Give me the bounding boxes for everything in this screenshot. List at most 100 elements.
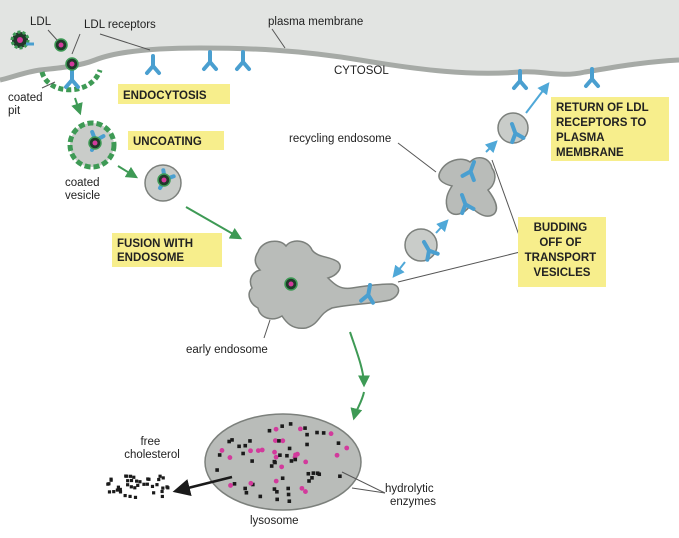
free-cholesterol-dot [112,490,116,494]
free-cholesterol-dot [147,477,151,481]
free-cholesterol-dot [152,491,156,495]
lysosome-particle [338,474,342,479]
hydrolytic-enzyme-dot [272,438,278,444]
uncoated-vesicle [144,164,182,202]
free-cholesterol-dot [160,494,164,499]
free-cholesterol-dot [133,495,138,499]
free-cholesterol-dot [132,475,136,479]
label-cytosol: CYTOSOL [334,65,389,77]
lysosome-particle [230,438,234,442]
free-cholesterol-dot [128,494,132,499]
free-cholesterol-dot [109,478,113,482]
arrow-budding-lower [392,261,406,278]
lysosome-particle [336,441,341,445]
lysosome-particle [315,471,320,476]
hydrolytic-enzyme-dot [303,459,309,465]
step-box-return [551,97,669,161]
pointer-coated-pit [41,81,56,89]
step-box-budding [518,217,606,287]
lysosome-particle [237,444,241,449]
pointer-enzymes-2 [351,487,386,494]
lysosome-particle [288,422,293,426]
lysosome-particle [305,432,309,437]
step-box-fusion [112,233,222,267]
label-early-endosome: early endosome [186,344,268,356]
lysosome-particle [280,476,285,481]
free-cholesterol-dot [126,479,130,483]
lysosome-particle [278,453,282,457]
step-endocytosis: ENDOCYTOSIS [123,90,207,102]
free-cholesterol-dot [165,485,169,489]
lysosome-particle [258,494,263,499]
hydrolytic-enzyme-dot [273,454,279,460]
free-cholesterol-dot [118,487,122,492]
lysosome-particle [303,426,307,430]
cytosol-region [0,0,679,80]
lysosome-particle [275,497,279,502]
pit-ldl-particle [65,57,79,71]
recycling-endosome [438,157,498,217]
lysosome-particle [287,499,292,503]
step-box-uncoating [128,131,224,150]
arrow-to-free-cholesterol [172,475,233,497]
hydrolytic-enzyme-dot [280,438,286,444]
lysosome-particle [315,430,319,435]
lysosome-particle [286,486,290,491]
free-cholesterol-dot [133,486,137,490]
hydrolytic-enzyme-dot [344,445,350,451]
lysosome-particle [243,443,248,448]
hydrolytic-enzyme-dot [259,447,265,453]
transport-vesicle-lower [404,228,440,262]
hydrolytic-enzyme-dot [228,483,233,488]
lysosome-particle [232,482,237,486]
hydrolytic-enzyme-dot [273,426,279,432]
hydrolytic-enzyme-dot [299,485,305,491]
hydrolytic-enzyme-dot [248,480,254,486]
early-endosome [248,240,400,330]
hydrolytic-enzyme-dot [227,455,233,460]
pointer-receptors-2 [99,33,151,51]
lysosome-particle [287,446,292,451]
lysosome-particle [269,464,274,468]
free-cholesterol-dot [129,478,134,483]
lysosome-particle [243,486,247,491]
step-budding: BUDDING OFF OF TRANSPORT VESICLES [525,222,600,279]
lysosome-particle [321,431,326,435]
arrow-to-membrane [525,82,550,114]
hydrolytic-enzyme-dot [279,464,285,470]
label-ldl: LDL [30,16,52,28]
arrow-budding-upper [484,140,498,154]
lysosome-particle [307,479,311,483]
label-plasma-membrane: plasma membrane [268,16,363,28]
lysosome-particle [267,428,272,433]
label-coated-vesicle: coated vesicle [65,177,103,202]
free-cholesterol-dot [123,493,127,498]
free-cholesterol-dot [142,482,146,486]
free-cholesterol-dot [136,483,140,487]
hydrolytic-enzyme-dot [328,431,334,437]
hydrolytic-enzyme-dot [272,449,277,455]
lysosome-contents [215,422,350,503]
pointer-ldl [47,29,58,41]
label-hydrolytic-enzymes: hydrolytic enzymes [385,483,437,508]
plasma-membrane [0,45,679,83]
free-ldl-particle [10,30,34,50]
pointer-recycling-endosome [397,142,437,173]
label-coated-pit: coated pit [8,92,46,117]
free-cholesterol-dot [135,479,139,483]
lysosome-particle [241,451,245,456]
step-return: RETURN OF LDL RECEPTORS TO PLASMA MEMBRA… [556,102,652,159]
lysosome-particle [275,489,279,494]
lysosome-particle [310,476,314,480]
lysosome-particle [227,439,231,444]
arrow-pit-to-vesicle [71,97,83,116]
step-box-endocytosis [118,84,230,104]
free-cholesterol-dot [118,490,123,494]
free-cholesterol-dot [106,482,110,486]
lysosome [204,413,362,511]
label-recycling-endosome: recycling endosome [289,133,391,145]
arrow-to-lysosome-2 [350,391,365,421]
label-free-cholesterol: free cholesterol [124,436,180,461]
transport-vesicle-upper [497,112,529,145]
